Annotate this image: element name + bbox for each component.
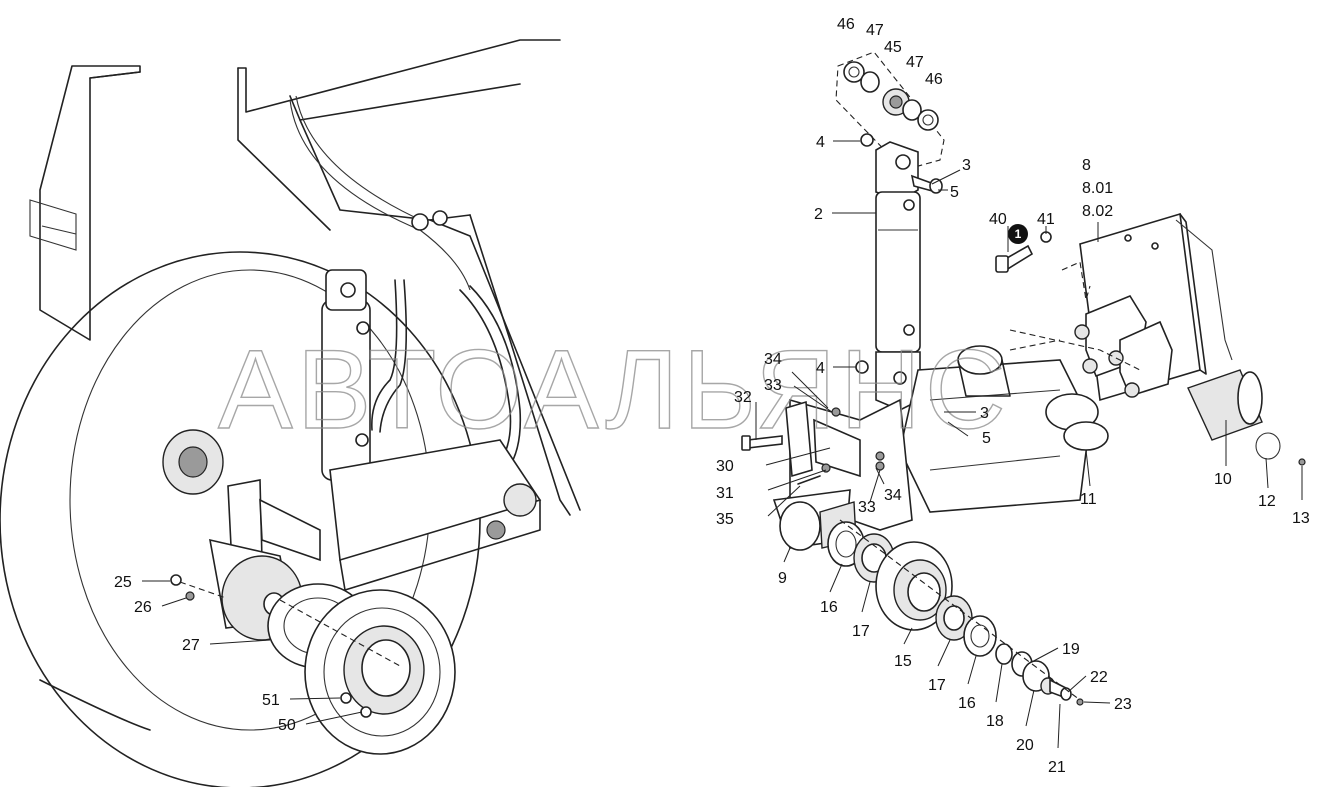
callout-46: 46 — [925, 71, 943, 88]
callout-8: 8 — [1082, 157, 1091, 174]
callout-50: 50 — [278, 717, 296, 734]
callout-17: 17 — [852, 623, 870, 640]
callout-11: 11 — [1080, 491, 1097, 508]
callout-9: 9 — [778, 570, 787, 587]
note-badge: 1 — [1015, 227, 1022, 241]
callout-22: 22 — [1090, 669, 1108, 686]
callout-40: 40 — [989, 211, 1007, 228]
callout-15: 15 — [894, 653, 912, 670]
callout-41: 41 — [1037, 211, 1055, 228]
callout-5: 5 — [982, 430, 991, 447]
callout-12: 12 — [1258, 493, 1276, 510]
right-assembly: 1 — [741, 51, 1306, 706]
callout-46: 46 — [837, 16, 855, 33]
callout-26: 26 — [134, 599, 152, 616]
leader-lines — [142, 140, 1303, 749]
callout-8-02: 8.02 — [1082, 203, 1113, 220]
callout-51: 51 — [262, 692, 280, 709]
callout-30: 30 — [716, 458, 734, 475]
watermark: АВТОАЛЬЯНС — [218, 327, 1010, 452]
callout-20: 20 — [1016, 737, 1034, 754]
callout-labels: 46 47 45 47 46 4 3 5 2 40 41 8 8.01 8.02… — [114, 16, 1310, 776]
callout-2: 2 — [814, 206, 823, 223]
callout-19: 19 — [1062, 641, 1080, 658]
callout-35: 35 — [716, 511, 734, 528]
callout-27: 27 — [182, 637, 200, 654]
callout-33: 33 — [858, 499, 876, 516]
callout-34: 34 — [764, 351, 782, 368]
callout-3: 3 — [962, 157, 971, 174]
callout-23: 23 — [1114, 696, 1132, 713]
callout-10: 10 — [1214, 471, 1232, 488]
callout-21: 21 — [1048, 759, 1066, 776]
left-assembly — [0, 39, 581, 787]
callout-16: 16 — [820, 599, 838, 616]
callout-33: 33 — [764, 377, 782, 394]
callout-31: 31 — [716, 485, 734, 502]
callout-34: 34 — [884, 487, 902, 504]
callout-3: 3 — [980, 405, 989, 422]
callout-4: 4 — [816, 134, 825, 151]
callout-25: 25 — [114, 574, 132, 591]
callout-32: 32 — [734, 389, 752, 406]
callout-13: 13 — [1292, 510, 1310, 527]
callout-45: 45 — [884, 39, 902, 56]
callout-47: 47 — [866, 22, 884, 39]
callout-8-01: 8.01 — [1082, 180, 1113, 197]
callout-47: 47 — [906, 54, 924, 71]
callout-18: 18 — [986, 713, 1004, 730]
callout-17: 17 — [928, 677, 946, 694]
callout-4: 4 — [816, 360, 825, 377]
callout-5: 5 — [950, 184, 959, 201]
callout-16: 16 — [958, 695, 976, 712]
